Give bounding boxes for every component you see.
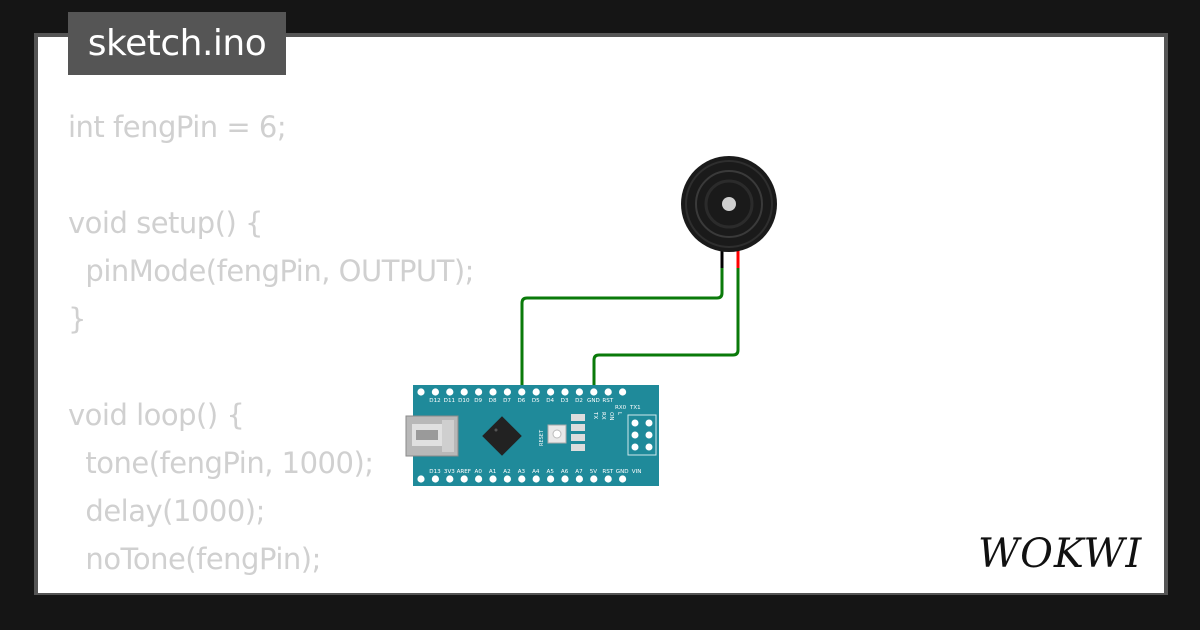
pin-label: D7 <box>503 398 511 404</box>
pin-hole[interactable] <box>575 388 584 396</box>
pin-label: D12 <box>429 398 440 404</box>
code-line: tone(fengPin, 1000); <box>68 446 374 480</box>
pin-label: D2 <box>575 398 583 404</box>
led-label: RX <box>600 412 606 420</box>
led-label: ON <box>608 412 614 420</box>
header-label-rx0: RX0 <box>615 405 627 411</box>
buzzer-center <box>722 197 736 211</box>
led-label: TX <box>592 411 598 419</box>
pin-label: A5 <box>547 469 555 475</box>
code-line: delay(1000); <box>68 494 265 528</box>
pin-hole[interactable] <box>489 388 497 396</box>
board-leds <box>571 414 585 451</box>
pin-hole[interactable] <box>431 475 439 483</box>
icsp-header <box>627 414 657 456</box>
wires <box>520 265 740 392</box>
pin-label: A3 <box>518 469 526 475</box>
pin-hole[interactable] <box>547 388 555 396</box>
pin-label: A1 <box>489 469 497 475</box>
pin-hole[interactable] <box>619 388 627 396</box>
pin-hole[interactable] <box>503 388 511 396</box>
pin-hole[interactable] <box>590 475 598 483</box>
header-label-tx1: TX1 <box>629 405 641 411</box>
code-preview: int fengPin = 6; void setup() { pinMode(f… <box>68 103 474 593</box>
pin-hole[interactable] <box>518 475 526 483</box>
pin-hole[interactable] <box>518 388 526 396</box>
pin-label: A7 <box>575 469 583 475</box>
code-line: void loop() { <box>68 398 245 432</box>
pin-hole[interactable] <box>503 475 511 483</box>
code-line <box>68 151 474 199</box>
pin-label: D8 <box>489 398 497 404</box>
simulation-canvas[interactable]: int fengPin = 6; void setup() { pinMode(f… <box>38 37 1164 593</box>
pin-hole[interactable] <box>417 388 425 396</box>
bottom-pin-row <box>417 475 627 483</box>
pin-hole[interactable] <box>475 475 483 483</box>
code-line: int fengPin = 6; <box>68 110 287 144</box>
pin-hole[interactable] <box>532 475 540 483</box>
code-line: void setup() { <box>68 206 263 240</box>
pin-label: RST <box>602 398 613 404</box>
pin-hole[interactable] <box>532 388 540 396</box>
pin-hole[interactable] <box>561 475 569 483</box>
top-pin-row <box>417 388 627 396</box>
pin-hole[interactable] <box>460 475 468 483</box>
file-tab[interactable]: sketch.ino <box>68 12 286 75</box>
pin-hole[interactable] <box>547 475 555 483</box>
microcontroller-chip-icon <box>482 416 522 456</box>
pin-label: D9 <box>474 398 482 404</box>
pin-label: A6 <box>561 469 569 475</box>
pin-hole[interactable] <box>604 388 612 396</box>
pin-label: 3V3 <box>444 469 455 475</box>
mini-usb-connector-icon <box>405 415 459 457</box>
pin-label: A4 <box>532 469 540 475</box>
pin-hole[interactable] <box>619 475 627 483</box>
pin-label: D5 <box>532 398 540 404</box>
pin-label: A2 <box>503 469 510 475</box>
pin-hole[interactable] <box>604 475 612 483</box>
code-line <box>68 343 474 391</box>
reset-label: RESET <box>539 429 545 446</box>
led-label: L <box>616 412 622 416</box>
pin-label: D3 <box>561 398 569 404</box>
pin-hole[interactable] <box>561 388 569 396</box>
pin-label: AREF <box>457 469 471 475</box>
wokwi-logo: WOKWI <box>978 531 1142 577</box>
reset-button[interactable] <box>547 424 567 444</box>
pin-label: 5V <box>590 469 598 475</box>
pin-hole[interactable] <box>417 475 425 483</box>
code-line: } <box>68 302 86 336</box>
piezo-buzzer-icon[interactable] <box>681 156 777 268</box>
code-line: noTone(fengPin); <box>68 542 321 576</box>
svg-text:WOKWI: WOKWI <box>978 531 1142 577</box>
pin-hole[interactable] <box>431 388 439 396</box>
pin-label: RST <box>602 469 613 475</box>
pin-hole[interactable] <box>460 388 468 396</box>
pin-label: A0 <box>475 469 483 475</box>
wire-gnd-to-buzzer[interactable] <box>592 265 740 392</box>
code-line: pinMode(fengPin, OUTPUT); <box>68 254 474 288</box>
pin-label: GND <box>616 469 629 475</box>
pin-label: D6 <box>517 398 525 404</box>
pin-label: D10 <box>458 398 470 404</box>
code-line: delay(500); <box>68 583 474 593</box>
pin-label: D11 <box>444 398 456 404</box>
pin-hole[interactable] <box>446 475 454 483</box>
pin-hole[interactable] <box>575 475 584 483</box>
pin-label: D13 <box>429 469 441 475</box>
pin-label: GND <box>587 398 600 404</box>
wire-d6-to-buzzer[interactable] <box>520 265 724 392</box>
pin-hole[interactable] <box>446 388 454 396</box>
pin-hole[interactable] <box>489 475 497 483</box>
pin-hole[interactable] <box>590 388 598 396</box>
pin-label: D4 <box>546 398 554 404</box>
pin-hole[interactable] <box>475 388 483 396</box>
pin-label: VIN <box>632 469 642 475</box>
